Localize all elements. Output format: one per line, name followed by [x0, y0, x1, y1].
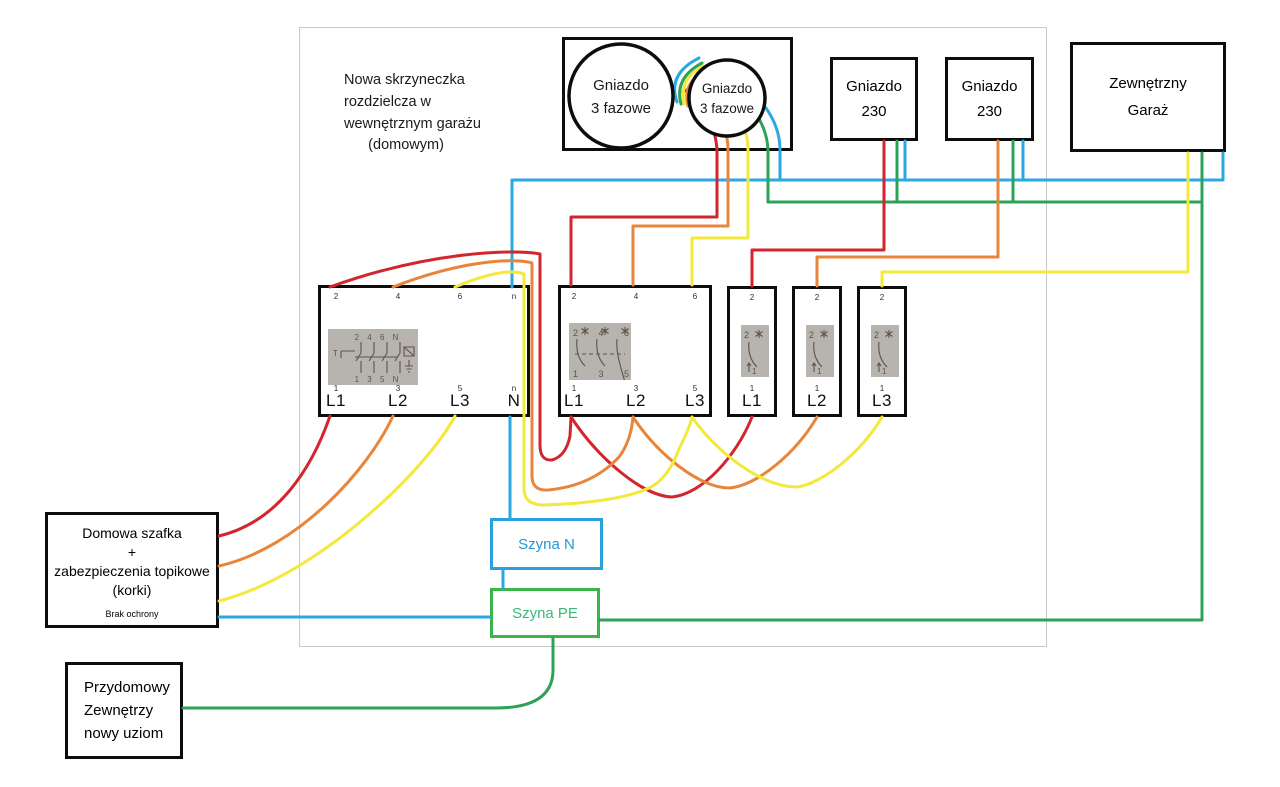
mcb3-phase-label: L3 [685, 391, 705, 410]
socket-3phase-right-label: Gniazdo 3 fazowe [699, 81, 755, 117]
socket-230-left-box: Gniazdo 230 [830, 57, 918, 141]
rcd-phase-label: L2 [388, 391, 408, 410]
mcb1-symbol: 2 1 [806, 325, 834, 377]
mcb1-top-terminal: 2 [814, 293, 820, 302]
mcb1-symbol-top-label: 2 [809, 330, 814, 340]
rcd-symbol-graphic [340, 342, 401, 373]
socket-230-right-box: Gniazdo 230 [945, 57, 1034, 141]
uziom-box: Przydomowy Zewnętrzy nowy uziom [65, 662, 183, 759]
rcd-top-terminal: 4 [395, 292, 401, 301]
mcb1-phase-label: L2 [807, 391, 827, 410]
rcd-phase-label: L1 [326, 391, 346, 410]
szafka-label: Domowa szafka + zabezpieczenia topikowe … [54, 525, 210, 598]
rcd-symbol-relay [403, 346, 415, 373]
szyna-pe-box: Szyna PE [490, 588, 600, 638]
szyna-n-label: Szyna N [518, 535, 575, 553]
mcb1-symbol-bottom-label: 1 [817, 367, 822, 376]
uziom-label: Przydomowy Zewnętrzy nowy uziom [84, 678, 170, 743]
mcb3-top-terminal: 4 [633, 292, 639, 301]
rcd-top-terminal: 2 [333, 292, 339, 301]
mcb3-symbol: 2 4 6 1 3 5 [569, 323, 631, 380]
mcb1-symbol-graphic [876, 330, 893, 372]
rcd-phase-label: L3 [450, 391, 470, 410]
mcb3-symbol-bottom-label: 1 3 5 [573, 369, 631, 379]
mcb1-top-terminal: 2 [749, 293, 755, 302]
szyna-pe-label: Szyna PE [512, 604, 578, 622]
garage-box: Zewnętrzny Garaż [1070, 42, 1226, 152]
szafka-box: Domowa szafka + zabezpieczenia topikowe … [45, 512, 219, 628]
rcd-top-terminal: 6 [457, 292, 463, 301]
mcb1-top-terminal: 2 [879, 293, 885, 302]
mcb1-symbol-top-label: 2 [744, 330, 749, 340]
garage-label: Zewnętrzny Garaż [1109, 75, 1187, 119]
rcd-breaker-box: 2 4 6 n 2 4 6 N T 1 3 5 N 1 3 5 n L1 L2 … [318, 285, 530, 417]
mcb3-phase-label: L2 [626, 391, 646, 410]
szyna-n-box: Szyna N [490, 518, 603, 570]
mcb1-symbol-graphic [811, 330, 828, 372]
socket-3phase-left-label: Gniazdo 3 fazowe [590, 77, 652, 117]
diagram-title: Nowa skrzyneczka rozdzielcza w wewnętrzn… [344, 72, 481, 154]
mcb1-symbol: 2 1 [871, 325, 899, 377]
wire-pe-to-uziom [181, 636, 555, 710]
mcb1-breaker-box-l1: 2 2 1 1 L1 [727, 286, 777, 417]
mcb1-phase-label: L1 [742, 391, 762, 410]
mcb1-symbol-bottom-label: 1 [882, 367, 887, 376]
rcd-symbol-top-label: 2 4 6 N [355, 333, 402, 342]
socket-230-left-label: Gniazdo 230 [846, 77, 902, 121]
mcb1-symbol-top-label: 2 [874, 330, 879, 340]
mcb1-breaker-box-l3: 2 2 1 1 L3 [857, 286, 907, 417]
mcb3-top-terminal: 2 [571, 292, 577, 301]
rcd-phase-label: N [507, 391, 521, 410]
mcb1-symbol: 2 1 [741, 325, 769, 377]
mcb3-top-terminal: 6 [692, 292, 698, 301]
szafka-note: Brak ochrony [105, 608, 159, 619]
rcd-symbol-bottom-label: 1 3 5 N [355, 375, 402, 384]
mcb1-symbol-graphic [746, 330, 763, 372]
mcb1-phase-label: L3 [872, 391, 892, 410]
mcb3-phase-label: L1 [564, 391, 584, 410]
rcd-symbol-test-label: T [333, 349, 338, 358]
socket-230-right-label: Gniazdo 230 [961, 77, 1018, 121]
mcb3-breaker-box: 2 4 6 2 4 6 1 3 5 1 3 5 L1 L2 L3 [558, 285, 712, 417]
mcb1-symbol-bottom-label: 1 [752, 367, 757, 376]
mcb1-breaker-box-l2: 2 2 1 1 L2 [792, 286, 842, 417]
rcd-top-terminal: n [511, 292, 517, 301]
rcd-symbol: 2 4 6 N T 1 3 5 N [328, 329, 418, 385]
